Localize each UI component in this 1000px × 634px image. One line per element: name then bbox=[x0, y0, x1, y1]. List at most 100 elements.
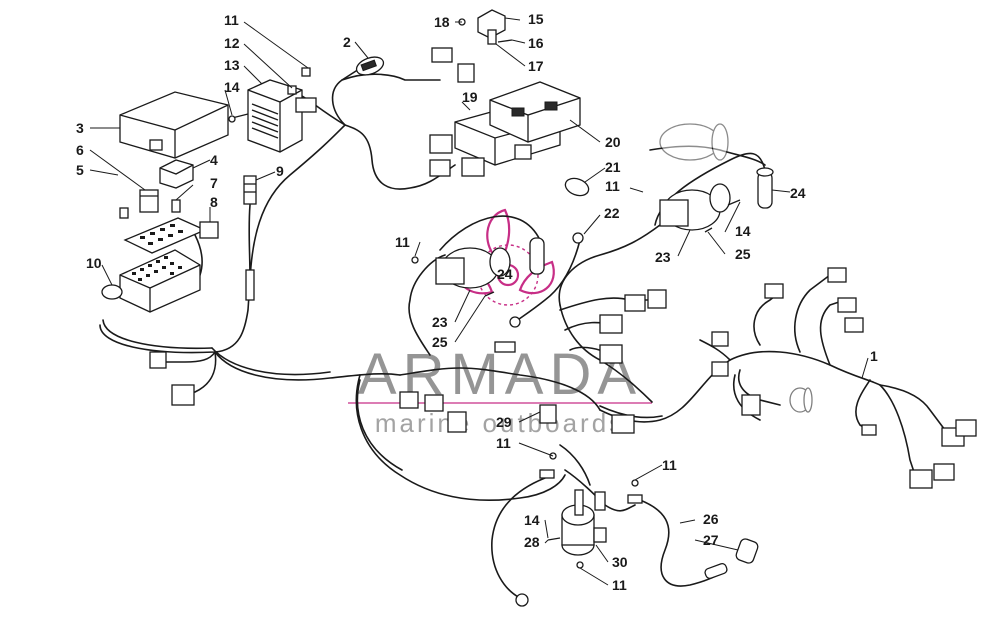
screw-16 bbox=[497, 39, 513, 43]
callout-14-bottom: 14 bbox=[524, 512, 540, 528]
ignition-coil-left bbox=[435, 247, 511, 289]
callout-25-right: 25 bbox=[735, 246, 751, 262]
main-harness bbox=[99, 61, 946, 599]
connector-r11 bbox=[933, 463, 955, 481]
bolt-25b bbox=[704, 227, 713, 233]
connector-l2 bbox=[171, 384, 195, 406]
spark-cap-24b bbox=[756, 167, 774, 209]
leader-lines bbox=[89, 17, 869, 586]
callout-6: 6 bbox=[76, 142, 84, 158]
connector-r1 bbox=[827, 267, 847, 283]
ring-terminal-22 bbox=[572, 232, 584, 244]
nut-11-right bbox=[631, 479, 639, 487]
callout-8: 8 bbox=[210, 194, 218, 210]
connector-c4 bbox=[599, 344, 623, 364]
starter-motor bbox=[659, 123, 729, 161]
callout-11-bottom: 11 bbox=[612, 577, 627, 593]
key-switch bbox=[789, 387, 813, 413]
connector-ecu-b bbox=[461, 157, 485, 177]
relay-4 bbox=[159, 159, 194, 189]
connector-top-b bbox=[457, 63, 475, 83]
fuse-6 bbox=[119, 207, 129, 219]
connector-c1 bbox=[599, 314, 623, 334]
callout-14-top: 14 bbox=[224, 79, 240, 95]
fuse-7 bbox=[171, 199, 181, 213]
callout-11-center-right: 11 bbox=[605, 178, 620, 194]
connector-r5 bbox=[711, 331, 729, 347]
connector-ecu-a bbox=[429, 134, 453, 154]
nut-11-center bbox=[411, 256, 419, 264]
fuse-box bbox=[119, 91, 229, 159]
callout-13: 13 bbox=[224, 57, 240, 73]
callout-20: 20 bbox=[605, 134, 621, 150]
ecu-module-20 bbox=[489, 81, 581, 143]
connector-r12 bbox=[861, 424, 877, 436]
ring-26 bbox=[627, 494, 643, 504]
callout-labels: 1 2 3 4 5 6 7 8 9 10 11 11 11 11 11 11 1… bbox=[76, 11, 878, 593]
connector-8 bbox=[199, 221, 219, 239]
callout-1: 1 bbox=[870, 348, 878, 364]
connector-c5 bbox=[611, 414, 635, 434]
connector-c6 bbox=[399, 391, 419, 409]
callout-27: 27 bbox=[703, 532, 719, 548]
callout-24-right: 24 bbox=[790, 185, 806, 201]
bolt-14b bbox=[727, 199, 741, 206]
callout-23-left: 23 bbox=[432, 314, 448, 330]
fuse-block-cover bbox=[123, 217, 207, 254]
relay-29 bbox=[539, 404, 557, 424]
connector-l1 bbox=[149, 351, 167, 369]
callout-4: 4 bbox=[210, 152, 218, 168]
starter-solenoid-30 bbox=[561, 489, 607, 556]
connector-r4 bbox=[764, 283, 784, 299]
connector-top-a bbox=[431, 47, 453, 63]
ring-terminal-28 bbox=[515, 593, 529, 607]
bolt-25a bbox=[484, 291, 495, 297]
callout-16: 16 bbox=[528, 35, 544, 51]
callout-17: 17 bbox=[528, 58, 544, 74]
clamp-10 bbox=[101, 284, 123, 300]
connector-r10 bbox=[909, 469, 933, 489]
ignition-coil-right bbox=[659, 183, 731, 231]
connector-c9 bbox=[494, 341, 516, 353]
callout-19: 19 bbox=[462, 89, 478, 105]
relay-5 bbox=[139, 189, 159, 213]
bolt-14a bbox=[228, 113, 249, 123]
callout-7: 7 bbox=[210, 175, 218, 191]
callout-15: 15 bbox=[528, 11, 544, 27]
connector-c8 bbox=[447, 411, 467, 433]
connector-r3 bbox=[844, 317, 864, 333]
connector-r9 bbox=[955, 419, 977, 437]
fuse-holder-2 bbox=[355, 56, 385, 76]
callout-14-right: 14 bbox=[735, 223, 751, 239]
clamp-21 bbox=[564, 177, 590, 197]
voltage-regulator bbox=[247, 67, 317, 153]
callout-2: 2 bbox=[343, 34, 351, 50]
connector-r6 bbox=[711, 361, 729, 377]
callout-30: 30 bbox=[612, 554, 628, 570]
callout-10: 10 bbox=[86, 255, 102, 271]
callout-22: 22 bbox=[604, 205, 620, 221]
callout-28: 28 bbox=[524, 534, 540, 550]
nut-11-bottom bbox=[576, 561, 584, 569]
callout-18: 18 bbox=[434, 14, 450, 30]
callout-21: 21 bbox=[605, 159, 621, 175]
connector-c7 bbox=[424, 394, 444, 412]
callout-25-left: 25 bbox=[432, 334, 448, 350]
callout-11-center-left: 11 bbox=[395, 234, 410, 250]
callout-9: 9 bbox=[276, 163, 284, 179]
connector-ecu-c bbox=[429, 159, 451, 177]
callout-5: 5 bbox=[76, 162, 84, 178]
callout-12: 12 bbox=[224, 35, 240, 51]
connector-r7 bbox=[741, 394, 761, 416]
callout-23-right: 23 bbox=[655, 249, 671, 265]
callout-3: 3 bbox=[76, 120, 84, 136]
ring-28 bbox=[539, 469, 555, 479]
connector-r2 bbox=[837, 297, 857, 313]
callout-26: 26 bbox=[703, 511, 719, 527]
sensor-9 bbox=[243, 175, 257, 301]
fuse-block bbox=[119, 249, 201, 313]
callout-29: 29 bbox=[496, 414, 512, 430]
connector-c3 bbox=[647, 289, 667, 309]
ring-terminal bbox=[509, 316, 521, 328]
